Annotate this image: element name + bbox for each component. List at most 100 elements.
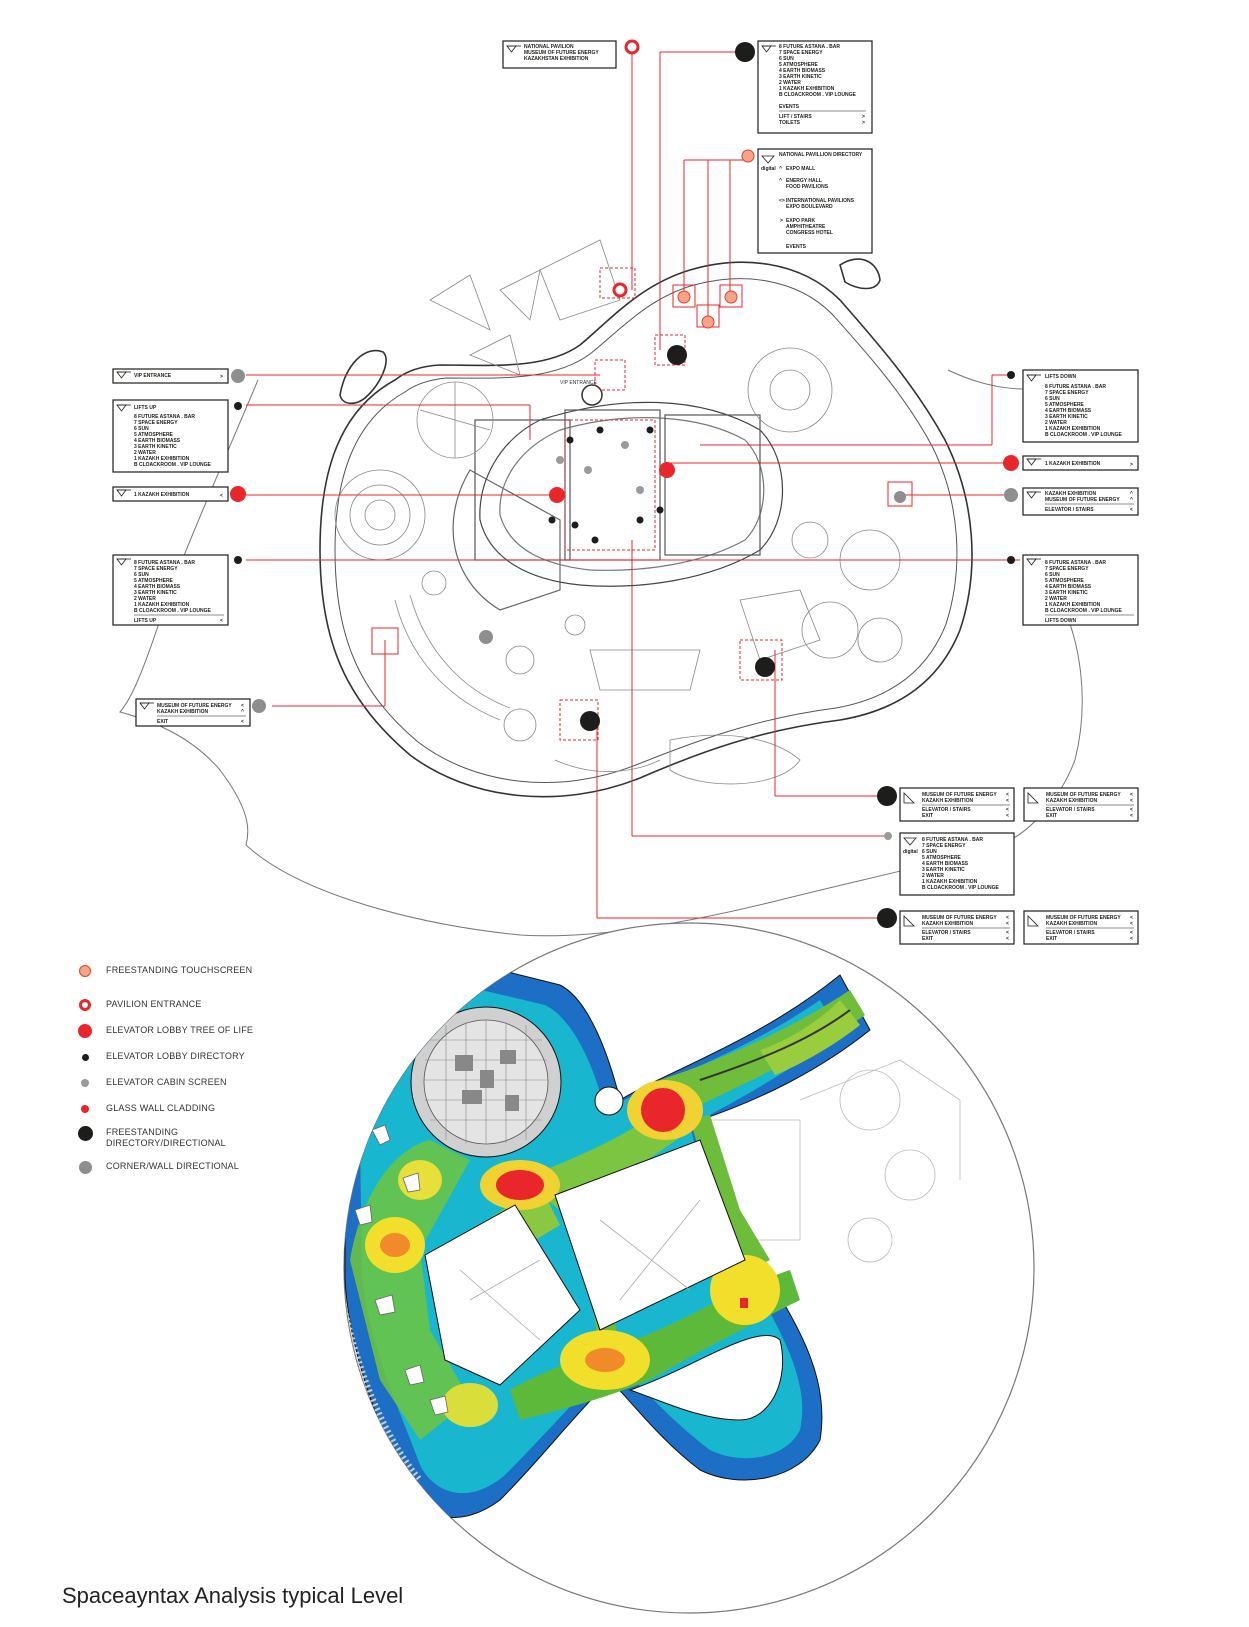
corner-directional-marker [894,491,906,503]
sign-text: LIFTS UP [134,405,157,411]
arrow-left-icon: < [1006,921,1009,927]
sign-text: MUSEUM OF FUTURE ENERGY [922,915,997,921]
corner-directional-marker [231,369,245,383]
sign-text: 5 ATMOSPHERE [134,578,174,584]
sign-text: 2 WATER [922,873,944,879]
freestanding-directory-marker [667,345,687,365]
arrow-up-icon: ^ [1130,491,1133,497]
legend-item: FREESTANDING DIRECTORY/DIRECTIONAL [72,1124,276,1148]
arrow-left-icon: < [1130,936,1133,942]
sign-text: B CLOACKROOM . VIP LOUNGE [1045,432,1123,438]
sign-text: EXPO MALL [786,166,815,172]
freestanding-directory-marker [877,786,897,806]
arrow-left-icon: < [220,618,223,624]
legend-label: CORNER/WALL DIRECTIONAL [106,1161,239,1171]
sign-text: 5 ATMOSPHERE [922,855,962,861]
sign-text: 7 SPACE ENERGY [779,50,823,56]
sign-text: MUSEUM OF FUTURE ENERGY [1046,915,1121,921]
arrow-right-icon: > [862,114,865,120]
corner-triangle-icon [1027,915,1039,927]
sign-text: 8 FUTURE ASTANA . BAR [134,560,195,566]
core-markers [548,426,664,544]
spacesyntax-map [343,922,1035,1614]
sign-vip-entrance: VIP ENTRANCE> [112,368,229,384]
sign-kazakh-left: 1 KAZAKH EXHIBITION< [112,486,229,502]
sign-text: ELEVATOR / STAIRS [922,930,971,936]
sign-text: KAZAKHSTAN EXHIBITION [524,56,589,62]
sign-text: 1 KAZAKH EXHIBITION [779,86,835,92]
sign-text: 2 WATER [779,80,801,86]
legend-symbol-icon [81,1105,89,1113]
routing-lines [246,47,1020,919]
arrow-left-icon: < [1006,915,1009,921]
legend-item: ELEVATOR LOBBY DIRECTORY [72,1048,245,1070]
sign-text: ELEVATOR / STAIRS [1046,930,1095,936]
arrow-up-icon: ^ [241,709,244,715]
arrow-left-icon: < [1006,936,1009,942]
sign-text: EXPO BOULEVARD [786,204,833,210]
legend-label: ELEVATOR LOBBY DIRECTORY [106,1051,245,1061]
legend-item: FREESTANDING TOUCHSCREEN [72,962,252,984]
arrow-left-icon: < [1130,792,1133,798]
legend-label: FREESTANDING TOUCHSCREEN [106,965,253,975]
sign-text: 7 SPACE ENERGY [134,420,178,426]
sign-text: LIFTS UP [134,618,157,624]
sign-text: ELEVATOR / STAIRS [1045,507,1094,513]
sign-text: INTERNATIONAL PAVILIONS [786,198,855,204]
sign-text: ENERGY HALL [786,178,822,184]
sign-text: MUSEUM OF FUTURE ENERGY [157,703,232,709]
sign-text: VIP ENTRANCE [134,373,172,379]
legend-symbol-icon [78,1024,92,1038]
arrow-left-icon: < [1130,921,1133,927]
sign-text: B CLOACKROOM . VIP LOUNGE [134,462,212,468]
digital-brand: digital [761,166,776,172]
legend-symbol-icon [78,1160,92,1174]
sign-text: B CLOACKROOM . VIP LOUNGE [134,608,212,614]
sign-text: 4 EARTH BIOMASS [779,68,826,74]
touchscreen-marker [677,290,691,304]
sign-text: 2 WATER [134,450,156,456]
legend-item: ELEVATOR CABIN SCREEN [72,1074,227,1096]
arrow-left-icon: < [241,703,244,709]
sign-text: 3 EARTH KINETIC [779,74,822,80]
arrow-left-icon: < [1006,792,1009,798]
sign-text: NATIONAL PAVILION [524,44,574,50]
touchscreen-marker [701,315,715,329]
sign-text: 7 SPACE ENERGY [922,843,966,849]
legend-item: CORNER/WALL DIRECTIONAL [72,1158,239,1180]
sign-text: 1 KAZAKH EXHIBITION [134,492,190,498]
corner-triangle-icon [1027,792,1039,804]
tree-of-life-marker [549,487,565,503]
core-cabin-markers [556,441,644,494]
sign-text: 1 KAZAKH EXHIBITION [1045,461,1101,467]
sign-text: EXIT [922,813,933,819]
sign-text: KAZAKH EXHIBITION [1045,491,1097,497]
digital-brand: digital [903,849,918,855]
sign-text: NATIONAL PAVILLION DIRECTORY [779,152,863,158]
sign-text: 6 SUN [134,426,149,432]
legend-symbol-icon [81,1079,89,1087]
arrow-left-icon: < [1006,813,1009,819]
sign-kazakh-right: 1 KAZAKH EXHIBITION> [1022,455,1139,471]
sign-text: 7 SPACE ENERGY [1045,566,1089,572]
markers [230,39,1019,928]
tree-of-life-marker [230,486,246,502]
freestanding-directory-marker [580,711,600,731]
sign-text: 5 ATMOSPHERE [1045,578,1085,584]
cabin-screen-marker [884,832,892,840]
sign-text: TOILETS [779,120,801,126]
sign-text: KAZAKH EXHIBITION [922,921,974,927]
sign-text: 4 EARTH BIOMASS [134,584,181,590]
sign-text: MUSEUM OF FUTURE ENERGY [1045,497,1120,503]
sign-text: ELEVATOR / STAIRS [922,807,971,813]
tree-of-life-marker [1003,455,1019,471]
freestanding-directory-marker [755,657,775,677]
